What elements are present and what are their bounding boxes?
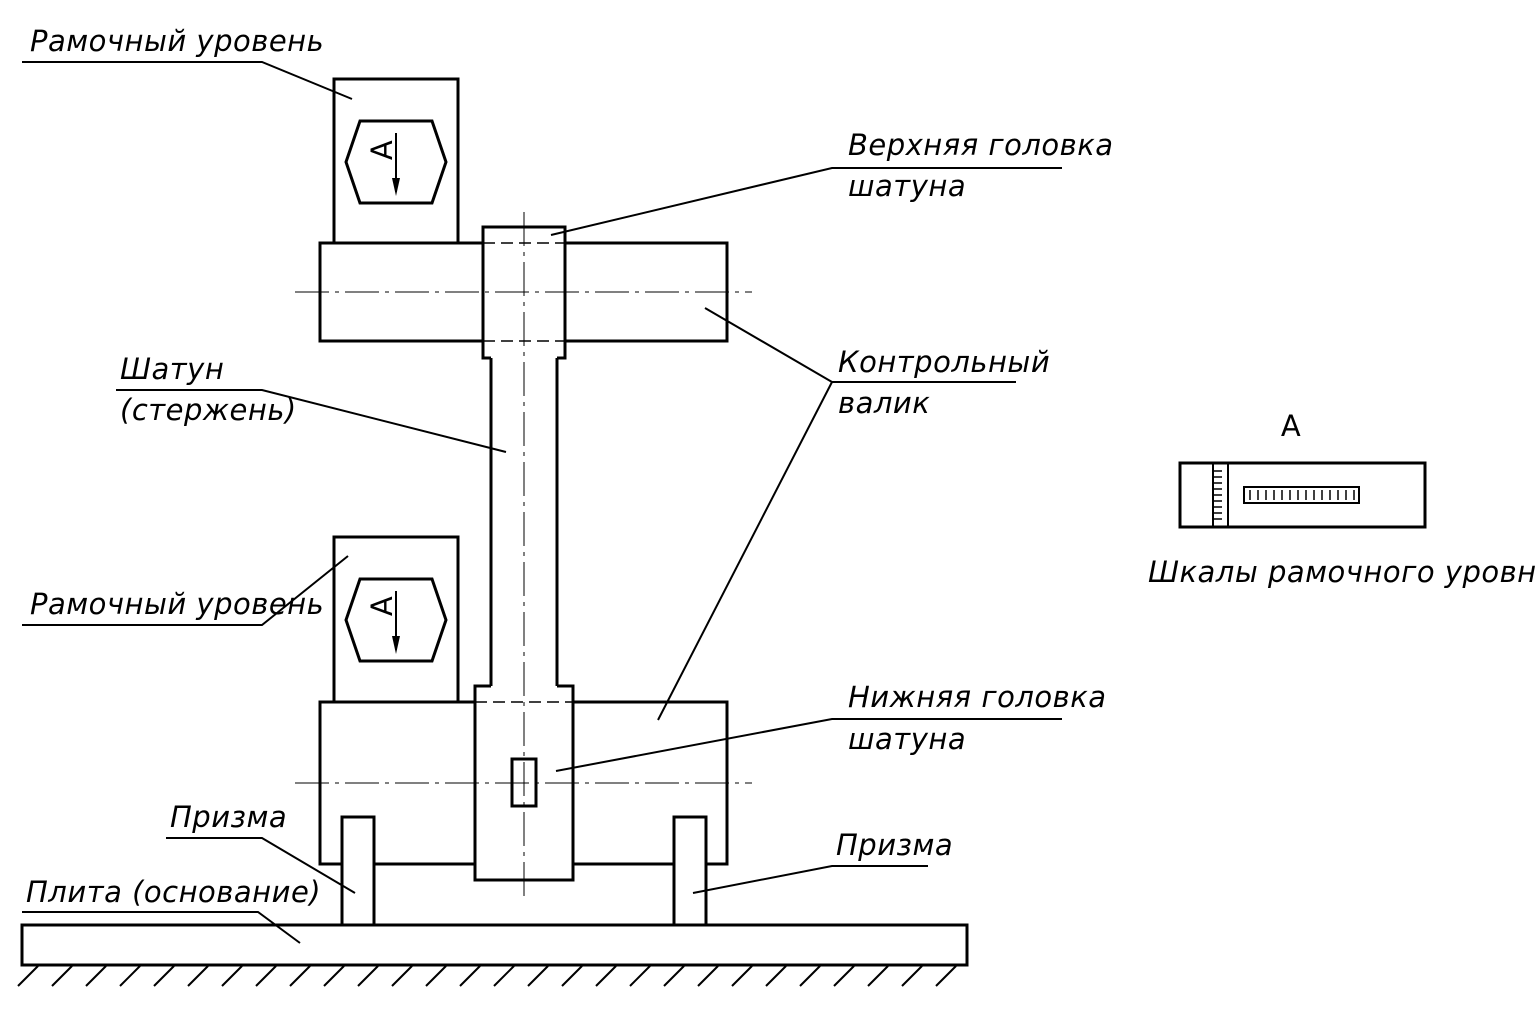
view-a-mark: А bbox=[1281, 409, 1301, 443]
label-rod-1: Шатун bbox=[120, 352, 224, 386]
label-frame-level-top: Рамочный уровень bbox=[30, 24, 324, 58]
hatch-stroke bbox=[323, 965, 345, 987]
hatch-stroke bbox=[221, 965, 243, 987]
hatch-stroke bbox=[289, 965, 311, 987]
hatch-stroke bbox=[697, 965, 719, 987]
prism-left-shape bbox=[340, 815, 376, 927]
hatch-stroke bbox=[17, 965, 39, 987]
ground-hatching bbox=[17, 965, 957, 987]
vertical-scale-ticks bbox=[1213, 470, 1222, 520]
label-plate: Плита (основание) bbox=[26, 875, 321, 909]
leader-lines bbox=[22, 61, 1062, 944]
label-frame-level-bottom: Рамочный уровень bbox=[30, 587, 324, 621]
hatch-stroke bbox=[561, 965, 583, 987]
hatch-stroke bbox=[119, 965, 141, 987]
base-plate bbox=[17, 923, 969, 987]
frame-level-bottom-device: А bbox=[332, 535, 460, 704]
label-control-shaft-2: валик bbox=[838, 386, 930, 420]
label-lower-head-2: шатуна bbox=[848, 722, 966, 756]
hatch-stroke bbox=[799, 965, 821, 987]
hatch-stroke bbox=[629, 965, 651, 987]
label-scales-caption: Шкалы рамочного уровня bbox=[1148, 555, 1536, 589]
hatch-stroke bbox=[357, 965, 379, 987]
hatch-stroke bbox=[51, 965, 73, 987]
hatch-stroke bbox=[459, 965, 481, 987]
hatch-stroke bbox=[187, 965, 209, 987]
label-rod-2: (стержень) bbox=[120, 393, 297, 427]
hatch-stroke bbox=[901, 965, 923, 987]
hatch-stroke bbox=[765, 965, 787, 987]
level-view-mark-bottom: А bbox=[365, 596, 399, 616]
lower-head-slot bbox=[510, 757, 538, 808]
hatch-stroke bbox=[935, 965, 957, 987]
view-a-scales bbox=[1178, 461, 1427, 529]
hatch-stroke bbox=[527, 965, 549, 987]
hatch-stroke bbox=[255, 965, 277, 987]
hatch-stroke bbox=[731, 965, 753, 987]
hatch-stroke bbox=[391, 965, 413, 987]
label-lower-head-1: Нижняя головка bbox=[848, 680, 1106, 714]
upper-rod-head bbox=[481, 225, 567, 360]
hatch-stroke bbox=[663, 965, 685, 987]
label-control-shaft-1: Контрольный bbox=[838, 345, 1050, 379]
hatch-stroke bbox=[153, 965, 175, 987]
prism-right-shape bbox=[672, 815, 708, 927]
hatch-stroke bbox=[867, 965, 889, 987]
hatch-stroke bbox=[833, 965, 855, 987]
level-view-mark-top: А bbox=[365, 140, 399, 160]
hatch-stroke bbox=[425, 965, 447, 987]
frame-level-top-device: А bbox=[332, 77, 460, 245]
label-upper-head-2: шатуна bbox=[848, 169, 966, 203]
horizontal-scale-ticks bbox=[1249, 490, 1355, 500]
rod-shank bbox=[489, 212, 559, 897]
label-prism-left: Призма bbox=[170, 800, 287, 834]
hatch-stroke bbox=[595, 965, 617, 987]
hatch-stroke bbox=[493, 965, 515, 987]
hatch-stroke bbox=[85, 965, 107, 987]
label-upper-head-1: Верхняя головка bbox=[848, 128, 1114, 162]
label-prism-right: Призма bbox=[836, 828, 953, 862]
